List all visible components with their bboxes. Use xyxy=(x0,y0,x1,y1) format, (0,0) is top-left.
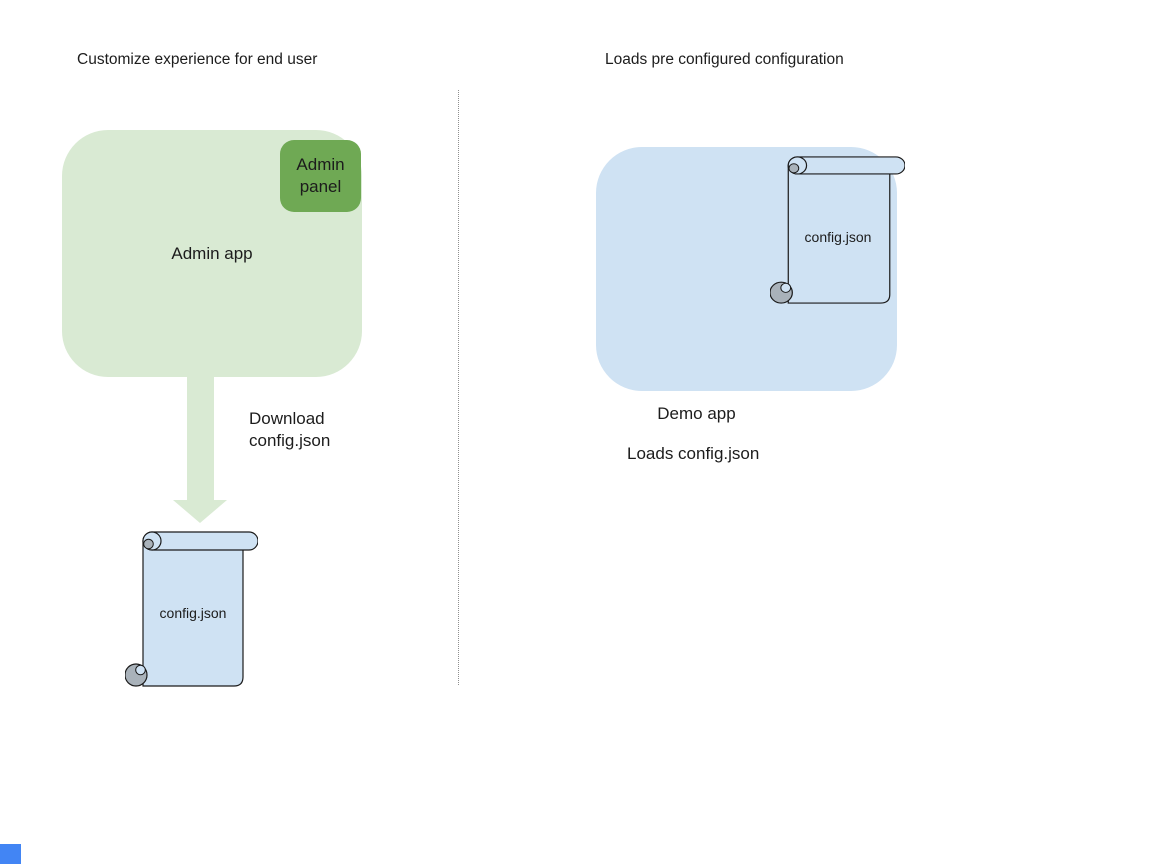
loads-config-caption: Loads config.json xyxy=(627,444,760,463)
left-section-title: Customize experience for end user xyxy=(77,51,318,68)
admin-app-label: Admin app xyxy=(171,243,253,263)
config-json-file-label: config.json xyxy=(159,605,227,621)
corner-marker xyxy=(0,844,21,864)
admin-panel-label: Admin panel xyxy=(296,155,345,196)
admin-app-shape: Admin app Admin panel xyxy=(62,130,362,377)
right-section-title: Loads pre configured configuration xyxy=(605,51,844,68)
config-json-scroll-icon xyxy=(125,531,258,687)
section-divider xyxy=(458,90,459,685)
admin-panel-shape: Admin panel xyxy=(280,140,361,212)
config-json-file-label: config.json xyxy=(804,229,872,245)
config-json-scroll-icon xyxy=(770,156,905,304)
download-arrow-label: Download config.json xyxy=(249,409,331,450)
demo-app-label: Demo app xyxy=(657,404,736,423)
download-arrow-icon xyxy=(173,377,227,523)
